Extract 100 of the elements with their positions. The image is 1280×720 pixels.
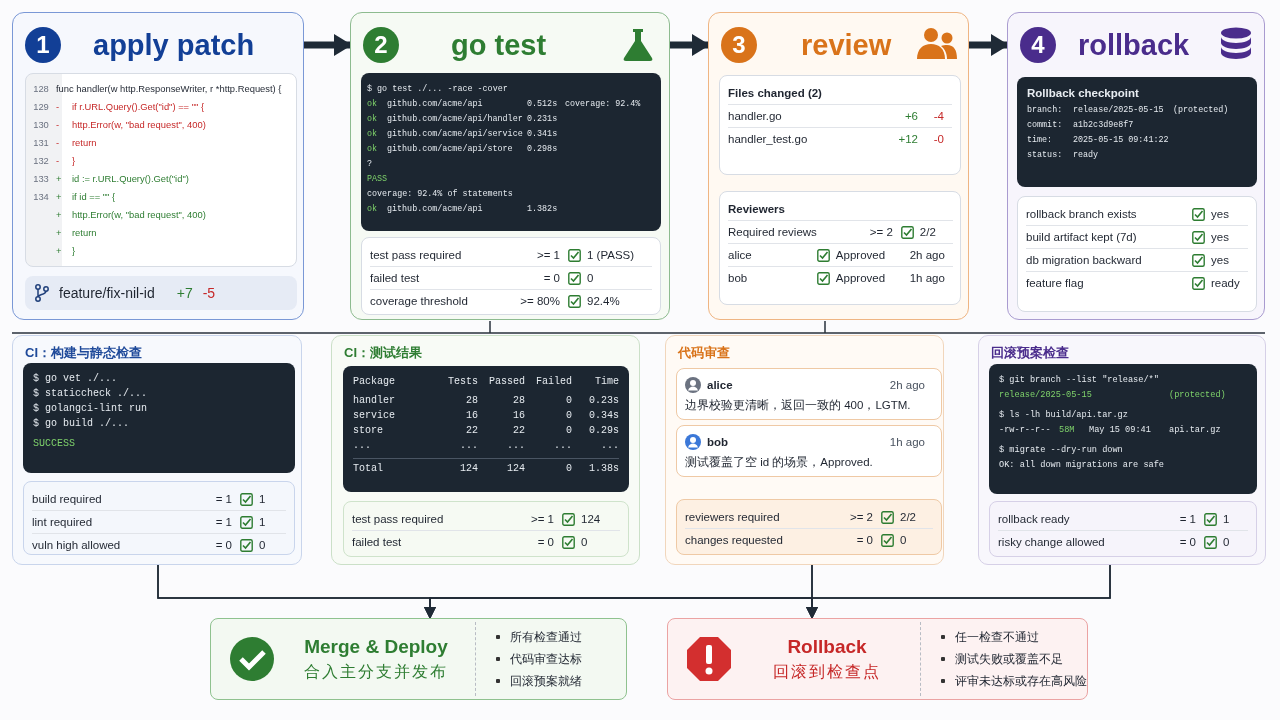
reviewer-name: alice xyxy=(728,244,817,267)
added-code-line: + xyxy=(56,172,63,186)
reviewer-name: Required reviews xyxy=(728,221,817,244)
step-number-badge: 1 xyxy=(25,27,61,63)
terminal-panel xyxy=(23,363,295,473)
check-threshold: = 0 xyxy=(1178,535,1197,550)
check-name: changes requested xyxy=(685,533,784,548)
terminal-text: $ golangci-lint run xyxy=(33,401,149,416)
terminal-text: coverage: 92.4% of statements xyxy=(367,187,514,201)
removed-count: -5 xyxy=(202,285,216,301)
check-threshold: = 1 xyxy=(200,488,240,511)
check-table xyxy=(676,499,942,555)
added-code-line: + xyxy=(56,190,63,204)
column-header: Tests xyxy=(447,374,478,389)
table-value: 124 xyxy=(431,457,478,476)
reviewer-name: alice xyxy=(707,378,733,393)
card-heading: CI：构建与静态检查 xyxy=(25,344,142,362)
check-result: ready xyxy=(1211,276,1240,291)
checkpoint-panel xyxy=(1017,77,1257,187)
table-value: 16 xyxy=(512,409,525,423)
terminal-text: SUCCESS xyxy=(33,436,76,451)
added-code-line: if id == "" { xyxy=(72,190,117,204)
check-table xyxy=(343,501,629,557)
terminal-text: PASS xyxy=(367,172,389,186)
check-threshold: >= 1 xyxy=(516,508,562,531)
check-name: lint required xyxy=(32,511,200,534)
flow-arrow xyxy=(304,34,352,56)
check-result: yes xyxy=(1211,207,1229,222)
terminal-text: -rw-r--r-- xyxy=(999,423,1052,437)
check-threshold: >= 1 xyxy=(504,244,568,267)
check-name: test pass required xyxy=(370,244,504,267)
removed-code-line: http.Error(w, "bad request", 400) xyxy=(72,118,207,132)
removed-code-line: - xyxy=(56,118,61,132)
comment-time: 1h ago xyxy=(889,435,926,450)
check-threshold: >= 80% xyxy=(519,294,561,309)
card-heading: 代码审查 xyxy=(678,344,730,362)
check-name: rollback branch exists xyxy=(1026,203,1192,226)
table-value: 0 xyxy=(565,409,572,423)
step-number-badge: 3 xyxy=(721,27,757,63)
check-result: 1 xyxy=(259,515,266,530)
check-card xyxy=(665,335,944,565)
review-status: >= 2 xyxy=(816,221,901,244)
terminal-text: ok xyxy=(367,202,379,216)
branch-bar xyxy=(25,276,297,310)
terminal-text: ? xyxy=(367,157,374,171)
removed-count: -0 xyxy=(932,132,945,147)
check-threshold: = 0 xyxy=(504,267,568,290)
file-name: handler_test.go xyxy=(728,132,809,147)
comment-text: 边界校验更清晰，返回一致的 400，LGTM. xyxy=(685,398,912,413)
table-value: handler xyxy=(353,394,396,408)
check-result: 0 xyxy=(900,533,907,548)
check-result: 92.4% xyxy=(587,294,620,309)
reviewers-panel xyxy=(719,191,961,305)
table-value: ... xyxy=(553,439,572,453)
terminal-text: ok xyxy=(367,142,379,156)
panel-heading: Rollback checkpoint xyxy=(1027,85,1140,100)
review-status: Approved xyxy=(835,248,886,263)
comment-text: 测试覆盖了空 id 的场景，Approved. xyxy=(685,455,874,470)
table-value: 0.29s xyxy=(588,424,619,438)
table-value: service xyxy=(353,409,396,423)
check-threshold: = 1 xyxy=(1164,508,1204,531)
check-name: failed test xyxy=(352,535,403,550)
added-code-line: + xyxy=(56,208,63,222)
review-status: Approved xyxy=(835,271,886,286)
check-result: 1 (PASS) xyxy=(587,248,635,263)
terminal-text: 0.512s xyxy=(527,97,559,111)
terminal-text: commit: xyxy=(1027,118,1064,132)
terminal-text: $ go vet ./... xyxy=(33,371,118,386)
terminal-text: $ ls -lh build/api.tar.gz xyxy=(999,408,1129,422)
review-time: 1h ago xyxy=(908,271,946,286)
card-heading: 回滚预案检查 xyxy=(991,344,1069,362)
table-value: ... xyxy=(506,439,525,453)
terminal-text: 2025-05-15 09:41:22 xyxy=(1073,133,1170,147)
terminal-text: ok xyxy=(367,97,379,111)
table-value: 0 xyxy=(525,457,572,476)
terminal-text: $ staticcheck ./... xyxy=(33,386,149,401)
step-number-badge: 4 xyxy=(1020,27,1056,63)
terminal-text: a1b2c3d9e8f7 xyxy=(1073,118,1135,132)
removed-code-line: - xyxy=(56,154,61,168)
check-name: rollback ready xyxy=(998,508,1164,531)
added-count: +7 xyxy=(176,285,193,301)
terminal-text: branch: xyxy=(1027,103,1064,117)
table-value: 22 xyxy=(465,424,478,438)
terminal-text: github.com/acme/api/store xyxy=(387,142,514,156)
column-header: Passed xyxy=(488,374,525,389)
terminal-text: github.com/acme/api xyxy=(387,97,484,111)
table-value: 28 xyxy=(465,394,478,408)
table-value: ... xyxy=(353,439,372,453)
card-heading: CI：测试结果 xyxy=(344,344,422,362)
reviewer-name: bob xyxy=(707,435,729,450)
flow-arrow xyxy=(969,34,1009,56)
table-value: 28 xyxy=(512,394,525,408)
outcome-card xyxy=(667,618,1088,700)
table-value: ... xyxy=(600,439,619,453)
stage-card xyxy=(12,12,304,320)
table-value: store xyxy=(353,424,384,438)
added-code-line: return xyxy=(72,226,98,240)
panel-heading: Files changed (2) xyxy=(728,82,952,105)
check-threshold: = 0 xyxy=(536,535,555,550)
terminal-text: $ go test ./... -race -cover xyxy=(367,82,509,96)
